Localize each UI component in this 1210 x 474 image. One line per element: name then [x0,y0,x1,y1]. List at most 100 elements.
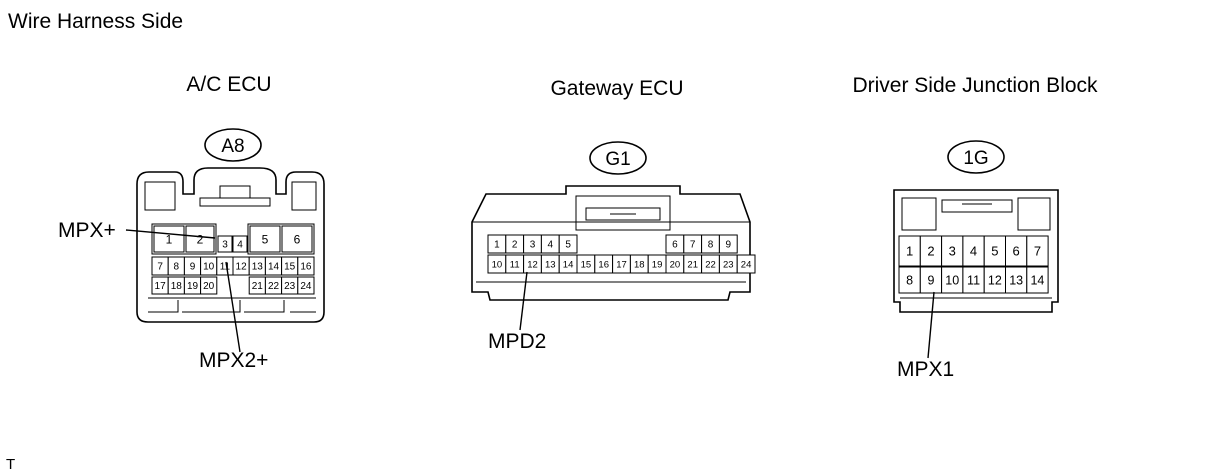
pin-number: 5 [991,244,998,259]
pin-cell [1026,266,1049,294]
connector-code-g1: G1 [605,149,630,170]
pin-cell [217,235,233,253]
pin-number: 11 [967,274,980,288]
leader-mpd2 [519,271,528,331]
pin-number: 1 [166,232,173,246]
connector-code-badge-a8 [204,128,262,162]
leader-mpx-plus [125,229,216,239]
pin-number: 20 [670,259,681,270]
pin-number: 7 [690,240,696,251]
pin-cell [297,256,315,276]
pin-cell [200,276,218,295]
connector-code-badge-g1 [589,141,647,175]
pin-number: 4 [548,240,554,251]
pin-number: 8 [906,274,913,288]
connector-title-a8: A/C ECU [186,73,271,96]
pin-number: 12 [988,274,1002,288]
pin-number: 11 [220,262,231,273]
footer-mark: T [6,456,15,473]
pin-number: 15 [284,262,296,273]
pin-number: 4 [237,240,243,251]
pin-number: 21 [252,281,264,292]
pin-number: 2 [927,244,934,259]
pin-cell [718,234,738,254]
key-g1 [575,195,671,231]
pin-number: 6 [1013,244,1020,259]
pin-number: 9 [927,274,934,288]
pin-number: 8 [708,240,714,251]
callout-mpx1: MPX1 [897,358,954,381]
pin-number: 5 [262,232,269,246]
leader-mpx1 [927,291,935,359]
pin-number: 3 [949,244,956,259]
pin-number: 14 [268,262,280,273]
pin-number: 4 [970,244,977,259]
pin-cell [249,225,281,253]
pin-number: 6 [672,240,678,251]
latch-right-a8 [291,181,317,211]
pin-number: 2 [197,232,204,246]
latch-left-a8 [144,181,176,211]
connector-code-badge-1g [947,140,1005,174]
pin-number: 24 [741,259,752,270]
pin-number: 14 [563,259,574,270]
pin-number: 2 [512,240,518,251]
pin-number: 10 [945,274,959,288]
pin-number: 23 [284,281,296,292]
pin-number: 8 [174,262,180,273]
pin-number: 18 [634,259,645,270]
connector-code-a8: A8 [221,136,244,157]
callout-mpx-plus: MPX+ [58,219,116,242]
pin-number: 17 [155,281,167,292]
pin-number: 9 [726,240,732,251]
pin-number: 10 [492,259,503,270]
pin-number: 20 [203,281,215,292]
pin-number: 3 [530,240,536,251]
leader-mpx2-plus [225,261,241,353]
pin-number: 13 [1009,274,1023,288]
pin-number: 7 [157,262,163,273]
pin-number: 11 [510,259,520,270]
callout-mpd2: MPD2 [488,330,546,353]
key-tab-a8 [219,185,251,199]
pin-number: 22 [705,259,716,270]
pin-cell [1026,235,1049,267]
key-1g [941,199,1013,213]
callout-mpx2-plus: MPX2+ [199,349,268,372]
pin-number: 14 [1030,274,1044,288]
pin-number: 9 [190,262,196,273]
pin-number: 19 [652,259,663,270]
pin-number: 24 [300,281,312,292]
pin-cell [185,225,215,253]
pin-number: 16 [300,262,312,273]
connector-body-a8 [136,167,325,323]
pin-number: 15 [581,259,592,270]
pin-number: 1 [494,240,500,251]
pin-cell [281,225,313,253]
page-title: Wire Harness Side [8,10,183,33]
pin-number: 16 [598,259,609,270]
pin-cell [558,234,578,254]
pin-number: 12 [527,259,538,270]
pin-number: 1 [906,244,913,259]
pin-number: 12 [236,262,248,273]
pin-cell [736,254,756,274]
connector-title-g1: Gateway ECU [550,77,683,100]
pin-number: 18 [171,281,183,292]
pin-cell [232,235,248,253]
pin-number: 13 [545,259,556,270]
connector-code-1g: 1G [963,148,988,169]
connector-title-1g: Driver Side Junction Block [852,74,1098,97]
connector-body-1g [893,189,1059,313]
pin-number: 3 [222,240,228,251]
pin-number: 13 [252,262,264,273]
pin-number: 23 [723,259,734,270]
pin-number: 19 [187,281,199,292]
pin-number: 21 [687,259,698,270]
